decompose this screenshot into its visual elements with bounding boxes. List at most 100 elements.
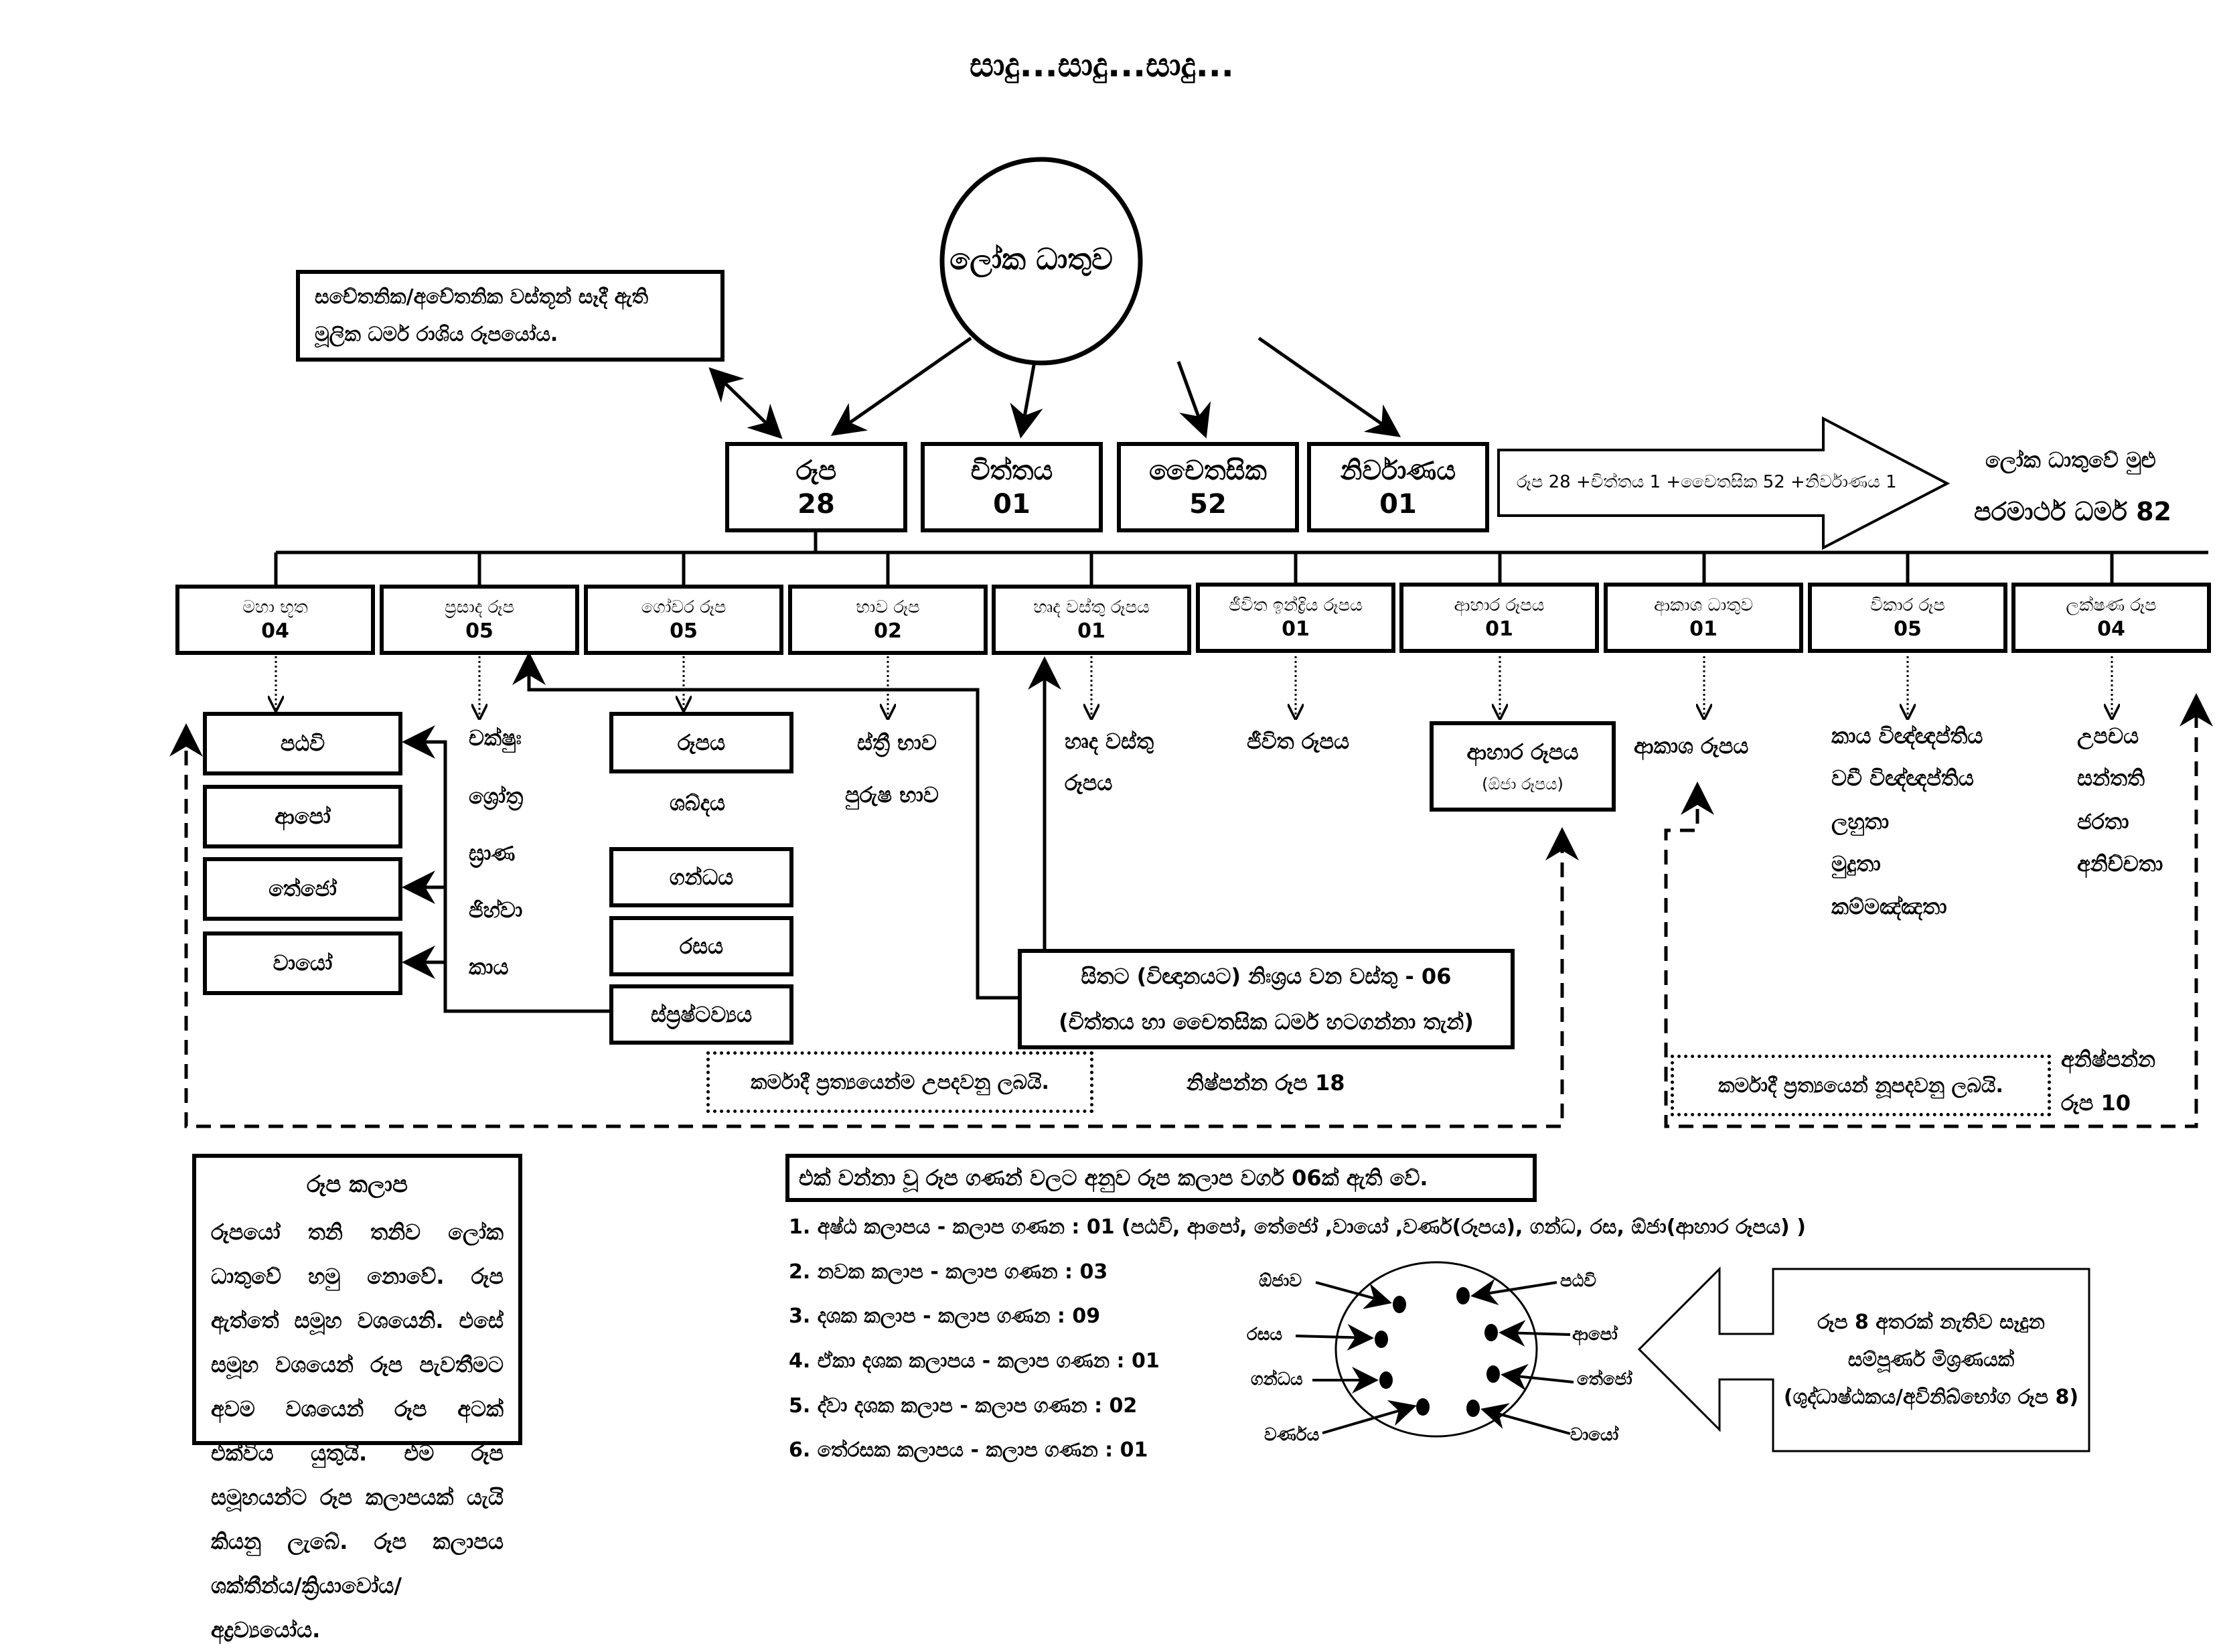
main-category-count: 01 (993, 488, 1030, 520)
maha-bhuta-label: ආපෝ (275, 804, 331, 829)
vikara-item: මුදුතා (1831, 851, 1881, 877)
ahara-box: ආහාර රූපය (ඕජා රූපය) (1430, 721, 1616, 812)
rupa-category-name: හෘද වස්තු රූපය (1033, 597, 1150, 617)
anishpanna-note: කර්මාදී ප්‍රත්‍යයෙන් නූපදවනු ලබයි. (1671, 1055, 2051, 1116)
rupa-category-maha-bhuta[interactable]: මහා භූත 04 (175, 585, 375, 655)
main-category-chitta[interactable]: චිත්තය 01 (921, 442, 1103, 532)
main-category-name: රූප (795, 455, 837, 486)
main-category-name: චෛතසික (1149, 455, 1267, 486)
sum-formula: රූප 28 +චිත්තය 1 +චෛතසික 52 +නිර්වාණය 1 (1517, 472, 1897, 492)
definition-note: සචේතනික/අචේතනික වස්තූන් සෑදී ඇති මූලික ධ… (296, 270, 724, 362)
rupa-category-akasha[interactable]: ආකාශ ධාතුව 01 (1604, 583, 1803, 653)
circle-label-right: ආපෝ (1572, 1325, 1618, 1345)
kalapa-type-item: 5. ද්වා දශක කලාප - කලාප ගණන : 02 (789, 1394, 1138, 1418)
anishpanna-note-text: කර්මාදී ප්‍රත්‍යයෙන් නූපදවනු ලබයි. (1718, 1073, 2003, 1098)
circle-label-right: පඨවි (1560, 1271, 1596, 1291)
kalapa-type-item: 4. ඒකා දශක කලාපය - කලාප ගණන : 01 (789, 1349, 1160, 1373)
vastu-box: සිතට (විඥානයට) නිඃශ්‍රය වන වස්තු - 06 (ච… (1018, 949, 1515, 1049)
pointer-shape (1637, 1266, 2090, 1452)
rupa-category-count: 01 (1485, 617, 1513, 641)
kalapa-type-item: 3. දශක කලාප - කලාප ගණන : 09 (789, 1304, 1101, 1328)
maha-bhuta-label: වායෝ (273, 950, 333, 976)
lakshana-item: සන්තති (2077, 765, 2145, 791)
connector-lines (169, 157, 2213, 1452)
kalapa-types-heading: එක් වන්නා වූ රූප ගණන් වලට අනුව රූප කලාප … (785, 1154, 1537, 1202)
pure-octad-text: රූප 8 අතරක් නැතිව සෑදුන සම්පූර්ණ මිශ්‍රණ… (1773, 1272, 2089, 1448)
hadaya-item: හෘද වස්තු (1065, 729, 1154, 754)
circle-label-right: වායෝ (1570, 1425, 1619, 1445)
rupa-category-count: 04 (261, 619, 289, 643)
kalapa-type-item: 1. අෂ්ඨ කලාපය - කලාප ගණන : 01 (පඨවි, ආපෝ… (789, 1215, 1806, 1239)
rupa-category-name: ගෝචර රූප (641, 597, 727, 617)
rupa-category-vikara[interactable]: විකාර රූප 05 (1808, 583, 2007, 653)
rupa-category-bhava[interactable]: භාව රූප 02 (788, 585, 988, 655)
rupa-category-count: 05 (465, 619, 493, 643)
rupa-category-prasada[interactable]: ප්‍රසාද රූප 05 (380, 585, 579, 655)
rupa-category-count: 01 (1689, 617, 1717, 641)
maha-bhuta-item: ආපෝ (203, 785, 402, 848)
vikara-item: වචී විඥ්ඥප්තිය (1831, 765, 1974, 791)
rupa-category-name: ප්‍රසාද රූප (445, 597, 514, 617)
prasada-item: ජිහ්වා (469, 897, 523, 923)
maha-bhuta-item: වායෝ (203, 931, 402, 995)
main-category-rupa[interactable]: රූප 28 (725, 442, 907, 532)
prasada-item: ඝ්‍රාණ (469, 840, 516, 866)
rupa-category-count: 05 (1894, 617, 1922, 641)
circle-label-left: ඕජාව (1259, 1271, 1302, 1291)
pure-octad-line: (ශුද්ධාෂ්ඨකය/අවිනිබ්භෝග රූප 8) (1783, 1385, 2079, 1409)
kalapa-type-item: 2. නවක කලාප - කලාප ගණන : 03 (789, 1260, 1108, 1284)
anishpanna-label-2: රූප 10 (2061, 1090, 2131, 1116)
rupa-category-count: 01 (1282, 617, 1310, 641)
vikara-item: ලහුතා (1831, 809, 1890, 834)
rupa-category-name: විකාර රූප (1870, 595, 1945, 615)
definition-line: මූලික ධර්ම රාශිය රූපයෝය. (315, 322, 558, 346)
kalapa-heading-text: එක් වන්නා වූ රූප ගණන් වලට අනුව රූප කලාප … (799, 1165, 1428, 1191)
main-category-nirvana[interactable]: නිර්වාණය 01 (1307, 442, 1489, 532)
vastu-line: සිතට (විඥානයට) නිඃශ්‍රය වන වස්තු - 06 (1081, 964, 1452, 989)
rupa-category-name: ආකාශ ධාතුව (1653, 595, 1754, 615)
main-category-count: 01 (1379, 488, 1417, 520)
prasada-item: ශ්‍රෝත්‍ර (469, 783, 524, 809)
gochara-item: රසය (609, 916, 793, 976)
rupa-category-jivita-indriya[interactable]: ජීවිත ඉන්ද්‍රිය රූපය 01 (1196, 583, 1395, 653)
prasada-item: කාය (469, 954, 509, 980)
nishpanna-note: කර්මාදී ප්‍රත්‍යයෙන්ම උපදවනු ලබයි. (706, 1051, 1093, 1113)
ahara-subtitle: (ඕජා රූපය) (1482, 775, 1563, 794)
definition-line: සචේතනික/අචේතනික වස්තූන් සෑදී ඇති (315, 285, 649, 309)
main-category-chaitasika[interactable]: චෛතසික 52 (1117, 442, 1299, 532)
rupa-category-lakshana[interactable]: ලක්ෂණ රූප 04 (2011, 583, 2211, 653)
vikara-item: කාය විඥ්ඥප්තිය (1831, 723, 1983, 749)
ahara-title: ආහාර රූපය (1466, 739, 1579, 765)
rupa-category-name: ලක්ෂණ රූප (2066, 595, 2157, 615)
gochara-item: ගන්ධය (609, 847, 793, 907)
root-label: ලෝක ධාතුව (949, 242, 1113, 277)
vastu-line: (චිත්තය හා චෛතසික ධර්ම හටගන්නා තැන්) (1059, 1009, 1474, 1035)
nishpanna-label: නිෂ්පන්න රූප 18 (1187, 1070, 1345, 1096)
rupa-category-name: භාව රූප (856, 597, 920, 617)
rupa-category-ahara[interactable]: ආහාර රූපය 01 (1399, 583, 1599, 653)
lakshana-item: උපචය (2077, 723, 2139, 749)
main-category-count: 52 (1189, 488, 1227, 520)
circle-label-left: ගන්ධය (1251, 1369, 1303, 1390)
rupa-category-name: ආහාර රූපය (1454, 595, 1545, 615)
gochara-item: ශබ්දය (670, 790, 725, 816)
anishpanna-label-1: අනිෂ්පන්න (2061, 1047, 2155, 1072)
result-line-2: පරමාර්ථ ධර්ම 82 (1974, 497, 2171, 526)
gochara-item: ස්ප්‍රෂ්ටව්‍යය (609, 984, 793, 1045)
gochara-item: රූපය (609, 712, 793, 773)
root-ellipse (939, 157, 1143, 366)
sum-arrow-shape (1497, 416, 1951, 550)
vikara-item: කම්මඤ්ඤතා (1831, 894, 1947, 919)
rupa-category-count: 04 (2097, 617, 2125, 641)
circle-label-right: තේජෝ (1577, 1369, 1632, 1390)
rupa-category-gochara[interactable]: ගෝචර රූප 05 (584, 585, 783, 655)
lakshana-item: අනිච්චතා (2077, 851, 2163, 877)
rupa-category-count: 05 (670, 619, 698, 643)
pure-octad-line: සම්පූර්ණ මිශ්‍රණයක් (1847, 1348, 2015, 1371)
kalapa-circle (1334, 1261, 1538, 1438)
maha-bhuta-label: පඨවි (280, 731, 325, 756)
main-category-count: 28 (797, 488, 835, 520)
gochara-label: ස්ප්‍රෂ්ටව්‍යය (650, 1001, 753, 1027)
jivita-item: ජීවිත රූපය (1247, 729, 1350, 754)
rupa-category-hadaya-vastu[interactable]: හෘද වස්තු රූපය 01 (992, 585, 1191, 655)
